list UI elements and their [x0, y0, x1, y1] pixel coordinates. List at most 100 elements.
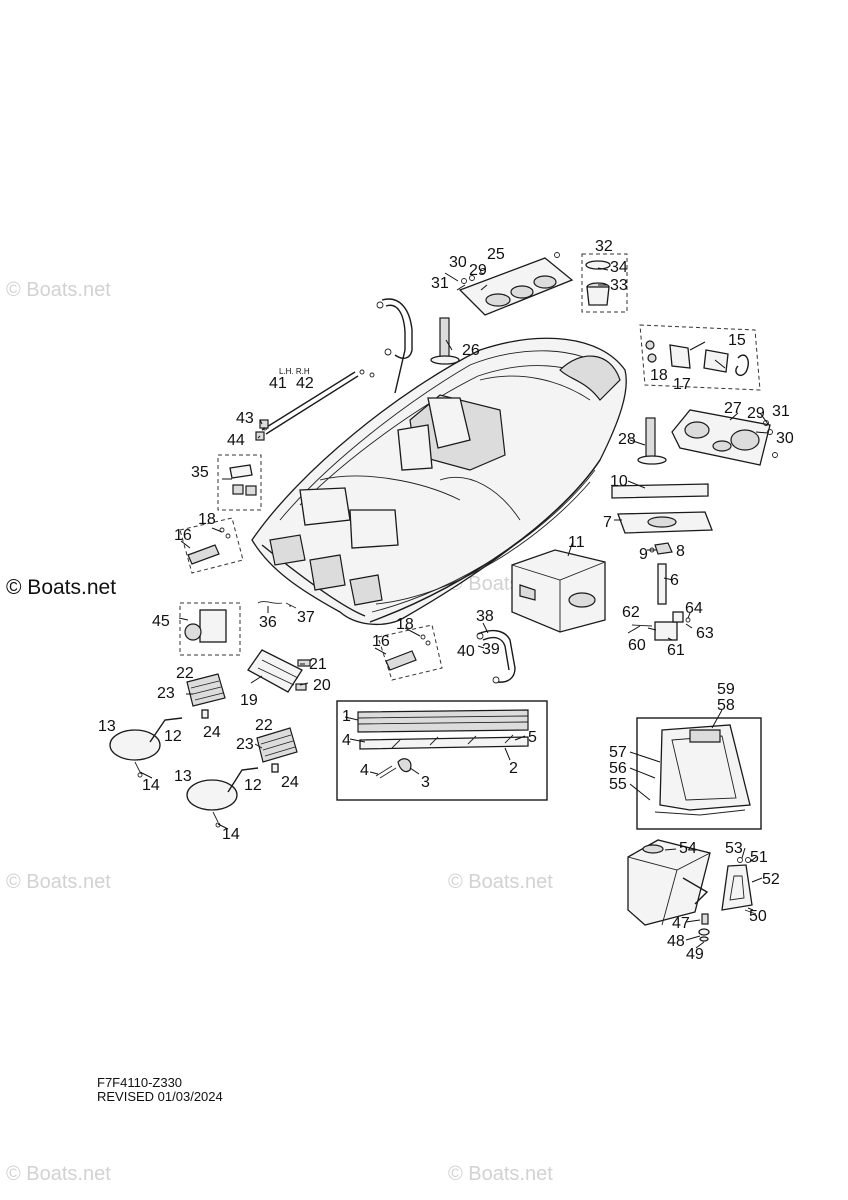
- knob-8-9: [649, 542, 673, 555]
- callout-24: 24: [203, 724, 221, 741]
- callout-17: 17: [673, 376, 691, 393]
- callout-16: 16: [372, 633, 390, 650]
- callout-34: 34: [610, 259, 628, 276]
- callout-18: 18: [198, 511, 216, 528]
- callout-31: 31: [772, 403, 790, 420]
- callout-35: 35: [191, 464, 209, 481]
- callout-54: 54: [679, 840, 697, 857]
- knob-kit-35: [217, 454, 262, 511]
- cupholder-tray-27: [671, 409, 778, 466]
- callout-47: 47: [672, 915, 690, 932]
- callout-18: 18: [650, 367, 668, 384]
- callout-55: 55: [609, 776, 627, 793]
- callout-45: 45: [152, 613, 170, 630]
- callout-38: 38: [476, 608, 494, 625]
- callout-13: 13: [98, 718, 116, 735]
- callout-1: 1: [342, 708, 351, 725]
- callout-52: 52: [762, 871, 780, 888]
- callout-14: 14: [222, 826, 240, 843]
- pedestal-28: [637, 417, 667, 465]
- boat-hull: [251, 337, 627, 626]
- figure-info: F7F4110-Z330 REVISED 01/03/2024: [97, 1076, 223, 1104]
- hatch-lid-7: [617, 511, 713, 534]
- figure-code: F7F4110-Z330: [97, 1075, 183, 1090]
- callout-22: 22: [176, 665, 194, 682]
- bracket-50-53: [721, 857, 757, 915]
- grab-handle-top: [376, 298, 413, 359]
- switch-plate-45: [179, 602, 241, 656]
- callout-19: 19: [240, 692, 258, 709]
- watermark: © Boats.net: [448, 1163, 553, 1185]
- callout-39: 39: [482, 641, 500, 658]
- callout-29: 29: [747, 405, 765, 422]
- callout-numbers: 1 2 3 4 4 5 6 7 8 9 10 11 12 12 13 13 14…: [98, 238, 794, 963]
- callout-40: 40: [457, 643, 475, 660]
- callout-6: 6: [670, 572, 679, 589]
- callout-9: 9: [639, 546, 648, 563]
- callout-18: 18: [396, 616, 414, 633]
- callout-42: 42: [296, 375, 314, 392]
- side-note: L.H. R.H: [279, 367, 310, 376]
- seat-12-14-lower: [186, 767, 259, 828]
- watermark: © Boats.net: [6, 871, 111, 893]
- revision-date: REVISED 01/03/2024: [97, 1089, 223, 1104]
- callout-57: 57: [609, 744, 627, 761]
- pedestal-26: [430, 317, 460, 365]
- callout-30: 30: [449, 254, 467, 271]
- trim-strip-10: [611, 483, 709, 499]
- callout-22: 22: [255, 717, 273, 734]
- callout-10: 10: [610, 473, 628, 490]
- callout-37: 37: [297, 609, 315, 626]
- callout-43: 43: [236, 410, 254, 427]
- cooler-11: [511, 549, 606, 633]
- storage-box-54: [627, 839, 711, 926]
- callout-4: 4: [342, 732, 351, 749]
- callout-25: 25: [487, 246, 505, 263]
- callout-61: 61: [667, 642, 685, 659]
- callout-36: 36: [259, 614, 277, 631]
- callout-59: 59: [717, 681, 735, 698]
- callout-50: 50: [749, 908, 767, 925]
- callout-51: 51: [750, 849, 768, 866]
- trim-detail-box: [336, 700, 548, 801]
- watermark: © Boats.net: [6, 1163, 111, 1185]
- callout-63: 63: [696, 625, 714, 642]
- callout-12: 12: [164, 728, 182, 745]
- fastener-47-49: [698, 913, 710, 942]
- watermark-dark: © Boats.net: [6, 576, 116, 599]
- watermark: © Boats.net: [6, 279, 111, 301]
- callout-32: 32: [595, 238, 613, 255]
- callout-60: 60: [628, 637, 646, 654]
- callout-41: 41: [269, 375, 287, 392]
- callout-33: 33: [610, 277, 628, 294]
- callout-14: 14: [142, 777, 160, 794]
- callout-5: 5: [528, 729, 537, 746]
- callout-13: 13: [174, 768, 192, 785]
- callout-27: 27: [724, 400, 742, 417]
- callout-3: 3: [421, 774, 430, 791]
- callout-23: 23: [157, 685, 175, 702]
- callout-4: 4: [360, 762, 369, 779]
- callout-12: 12: [244, 777, 262, 794]
- callout-2: 2: [509, 760, 518, 777]
- cupholder-tray-25: [458, 252, 574, 316]
- callout-53: 53: [725, 840, 743, 857]
- callout-44: 44: [227, 432, 245, 449]
- callout-26: 26: [462, 342, 480, 359]
- watermarks: © Boats.net © Boats.net © Boats.net © Bo…: [6, 279, 553, 1185]
- bracket-60-64: [631, 611, 691, 641]
- leader-lines: [139, 267, 769, 949]
- callout-8: 8: [676, 543, 685, 560]
- grab-handle-lower: [476, 629, 516, 684]
- callout-48: 48: [667, 933, 685, 950]
- seat-back-55-59: [636, 717, 762, 830]
- callout-16: 16: [174, 527, 192, 544]
- bracket-19-21: [247, 649, 311, 693]
- callout-23: 23: [236, 736, 254, 753]
- callout-24: 24: [281, 774, 299, 791]
- pedal-22-24-upper: [186, 673, 226, 719]
- watermark: © Boats.net: [448, 871, 553, 893]
- callout-28: 28: [618, 431, 636, 448]
- callout-49: 49: [686, 946, 704, 963]
